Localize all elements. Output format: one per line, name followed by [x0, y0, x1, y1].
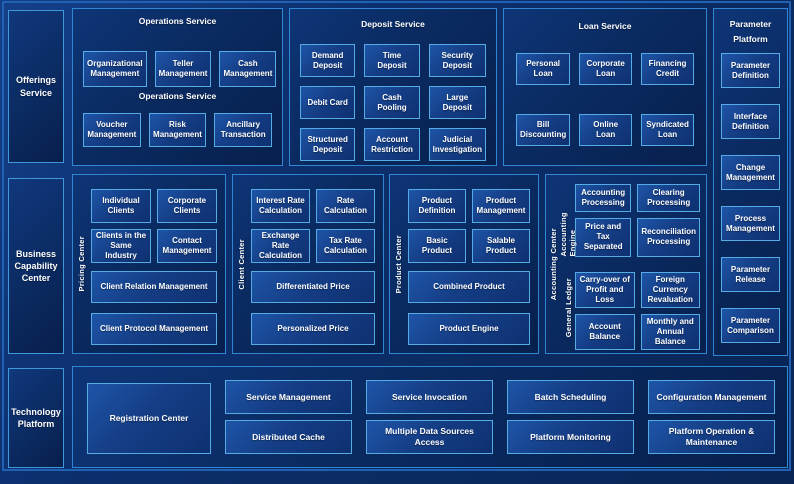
box-reconciliation-processing: Reconciliation Processing	[637, 218, 700, 257]
box-corporate-loan: Corporate Loan	[579, 53, 633, 86]
box-clearing-processing: Clearing Processing	[637, 184, 700, 213]
box-risk-management: Risk Management	[148, 113, 207, 148]
parameter-items: Parameter Definition Interface Definitio…	[714, 47, 787, 343]
box-individual-clients: Individual Clients	[91, 189, 151, 223]
technology-platform-panel: Registration Center Service Management S…	[72, 366, 788, 468]
box-cash-pooling: Cash Pooling	[364, 86, 420, 120]
box-rate-calculation: Rate Calculation	[316, 189, 375, 223]
box-ancillary-transaction: Ancillary Transaction	[214, 113, 272, 148]
box-process-management: Process Management	[721, 206, 780, 241]
operations-service-title: Operations Service	[138, 16, 217, 26]
box-structured-deposit: Structured Deposit	[300, 128, 356, 162]
loan-service-panel: Loan Service Personal Loan Corporate Loa…	[503, 8, 707, 166]
pricing-small-grid: Individual Clients Corporate Clients Cli…	[91, 189, 217, 263]
client-center-panel: Client Center Interest Rate Calculation …	[232, 174, 384, 354]
product-center-side-label: Product Center	[394, 234, 403, 294]
box-interface-definition: Interface Definition	[721, 104, 780, 139]
box-basic-product: Basic Product	[408, 229, 466, 263]
box-multiple-data-sources-access: Multiple Data Sources Access	[366, 420, 493, 454]
box-client-protocol-management: Client Protocol Management	[91, 313, 217, 345]
box-platform-monitoring: Platform Monitoring	[507, 420, 634, 454]
box-parameter-definition: Parameter Definition	[721, 53, 780, 88]
general-ledger-group: General Ledger Carry-over of Profit and …	[561, 271, 700, 350]
box-platform-operation-maintenance: Platform Operation & Maintenance	[648, 420, 775, 454]
parameter-platform-title: Parameter Platform	[729, 19, 772, 44]
box-product-management: Product Management	[472, 189, 530, 223]
technology-platform-grid: Service Management Service Invocation Ba…	[225, 380, 775, 454]
product-center-panel: Product Center Product Definition Produc…	[389, 174, 539, 354]
box-tax-rate-calculation: Tax Rate Calculation	[316, 229, 375, 263]
box-corporate-clients: Corporate Clients	[157, 189, 217, 223]
accounting-engine-group: Accounting Engine Accounting Processing …	[559, 184, 700, 257]
accounting-engine-label: Accounting Engine	[559, 212, 577, 257]
box-organizational-management: Organizational Management	[83, 51, 147, 88]
operations-service-panel: Operations Service Organizational Manage…	[72, 8, 283, 166]
box-batch-scheduling: Batch Scheduling	[507, 380, 634, 414]
loan-service-title: Loan Service	[578, 21, 632, 31]
operations-service-mid-label: Operations Service	[138, 91, 217, 102]
box-exchange-rate-calculation: Exchange Rate Calculation	[251, 229, 310, 263]
box-interest-rate-calculation: Interest Rate Calculation	[251, 189, 310, 223]
general-ledger-label: General Ledger	[563, 278, 573, 338]
box-security-deposit: Security Deposit	[428, 44, 486, 78]
box-price-and-tax-separated: Price and Tax Separated	[575, 218, 632, 257]
pricing-center-side-label: Pricing Center	[77, 236, 86, 292]
box-configuration-management: Configuration Management	[648, 380, 775, 414]
box-teller-management: Teller Management	[154, 51, 212, 88]
deposit-service-panel: Deposit Service Demand Deposit Time Depo…	[289, 8, 497, 166]
box-contact-management: Contact Management	[157, 229, 217, 263]
operations-row-1: Organizational Management Teller Managem…	[83, 51, 277, 88]
loan-grid: Personal Loan Corporate Loan Financing C…	[516, 53, 694, 147]
box-differentiated-price: Differentiated Price	[251, 271, 375, 303]
box-clients-same-industry: Clients in the Same Industry	[91, 229, 151, 263]
box-accounting-processing: Accounting Processing	[575, 184, 632, 213]
box-personalized-price: Personalized Price	[251, 313, 375, 345]
box-judicial-investigation: Judicial Investigation	[428, 128, 486, 162]
box-personal-loan: Personal Loan	[516, 53, 571, 86]
box-syndicated-loan: Syndicated Loan	[641, 114, 694, 147]
client-center-side-label: Client Center	[237, 238, 246, 290]
box-combined-product: Combined Product	[408, 271, 530, 303]
box-service-management: Service Management	[225, 380, 352, 414]
box-bill-discounting: Bill Discounting	[516, 114, 571, 147]
box-financing-credit: Financing Credit	[641, 53, 694, 86]
operations-row-2: Voucher Management Risk Management Ancil…	[83, 113, 272, 148]
parameter-platform-panel: Parameter Platform Parameter Definition …	[713, 8, 788, 356]
box-parameter-release: Parameter Release	[721, 257, 780, 292]
box-salable-product: Salable Product	[472, 229, 530, 263]
box-parameter-comparison: Parameter Comparison	[721, 308, 780, 343]
box-client-relation-management: Client Relation Management	[91, 271, 217, 303]
box-change-management: Change Management	[721, 155, 780, 190]
box-debit-card: Debit Card	[300, 86, 356, 120]
deposit-grid: Demand Deposit Time Deposit Security Dep…	[300, 44, 486, 162]
box-carry-over-profit-loss: Carry-over of Profit and Loss	[575, 271, 635, 308]
deposit-service-title: Deposit Service	[361, 19, 425, 29]
box-product-definition: Product Definition	[408, 189, 466, 223]
box-foreign-currency-revaluation: Foreign Currency Revaluation	[640, 271, 700, 308]
accounting-center-side-label: Accounting Center	[549, 227, 558, 301]
pricing-center-panel: Pricing Center Individual Clients Corpor…	[72, 174, 226, 354]
technology-platform-rail: Technology Platform	[8, 368, 64, 468]
accounting-center-panel: Accounting Center Accounting Engine Acco…	[545, 174, 707, 354]
box-demand-deposit: Demand Deposit	[300, 44, 356, 78]
box-account-balance: Account Balance	[575, 313, 635, 350]
box-product-engine: Product Engine	[408, 313, 530, 345]
box-monthly-annual-balance: Monthly and Annual Balance	[640, 313, 700, 350]
box-voucher-management: Voucher Management	[83, 113, 141, 148]
client-small-grid: Interest Rate Calculation Rate Calculati…	[251, 189, 375, 263]
box-time-deposit: Time Deposit	[364, 44, 420, 78]
product-small-grid: Product Definition Product Management Ba…	[408, 189, 530, 263]
offerings-service-rail: Offerings Service	[8, 10, 64, 163]
box-registration-center: Registration Center	[87, 383, 211, 454]
box-cash-management: Cash Management	[219, 51, 277, 88]
business-capability-center-rail: Business Capability Center	[8, 178, 64, 354]
box-large-deposit: Large Deposit	[428, 86, 486, 120]
box-account-restriction: Account Restriction	[364, 128, 420, 162]
box-online-loan: Online Loan	[579, 114, 633, 147]
box-distributed-cache: Distributed Cache	[225, 420, 352, 454]
box-service-invocation: Service Invocation	[366, 380, 493, 414]
